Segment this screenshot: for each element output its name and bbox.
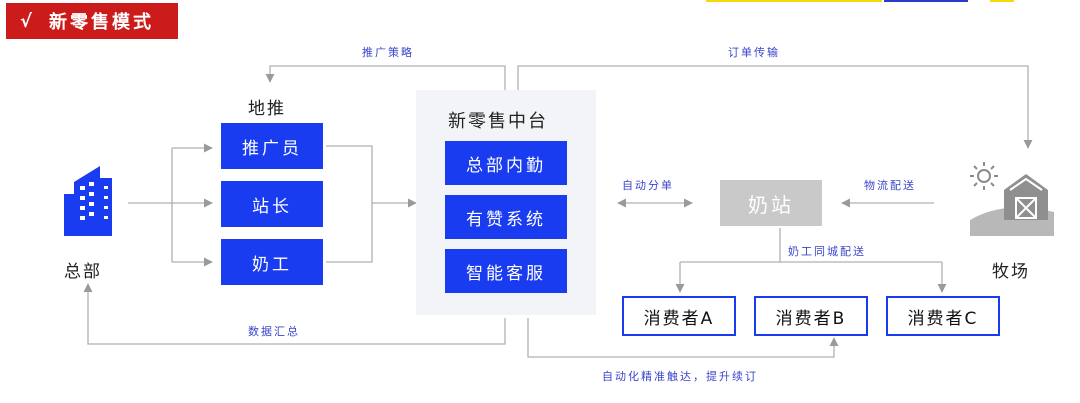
flow-label-milkman-delivery: 奶工同城配送: [788, 245, 866, 258]
ground-item-station-master: 站长: [221, 181, 323, 227]
consumer-a: 消费者A: [622, 296, 736, 336]
top-strip-yellow-2: [990, 0, 1014, 2]
consumer-c: 消费者C: [886, 296, 1000, 336]
top-strip-yellow: [706, 0, 882, 2]
flow-label-order: 订单传输: [728, 46, 780, 59]
ground-team-label: 地推: [248, 99, 286, 119]
platform-item-youzan: 有赞系统: [445, 195, 567, 239]
platform-item-smart-service: 智能客服: [445, 249, 567, 293]
flow-label-auto-split: 自动分单: [622, 179, 674, 192]
hq-label: 总部: [64, 262, 102, 282]
flow-label-auto-reach: 自动化精准触达，提升续订: [602, 370, 758, 383]
consumer-b: 消费者B: [754, 296, 868, 336]
flow-label-promo: 推广策略: [362, 46, 414, 59]
flow-label-logistics: 物流配送: [864, 179, 916, 192]
farm-label: 牧场: [992, 262, 1030, 282]
section-title-text: 新零售模式: [49, 12, 155, 33]
flow-label-summary: 数据汇总: [248, 325, 300, 338]
check-icon: √: [20, 10, 36, 32]
platform-item-office: 总部内勤: [445, 141, 567, 185]
ground-item-milkman: 奶工: [221, 239, 323, 285]
ground-item-promoter: 推广员: [221, 123, 323, 169]
platform-label: 新零售中台: [448, 111, 548, 132]
top-strip-blue: [884, 0, 968, 2]
milk-station-box: 奶站: [720, 180, 822, 226]
farm-barn-icon: [964, 160, 1056, 238]
building-icon: [60, 160, 116, 238]
section-title: √ 新零售模式: [6, 3, 178, 39]
